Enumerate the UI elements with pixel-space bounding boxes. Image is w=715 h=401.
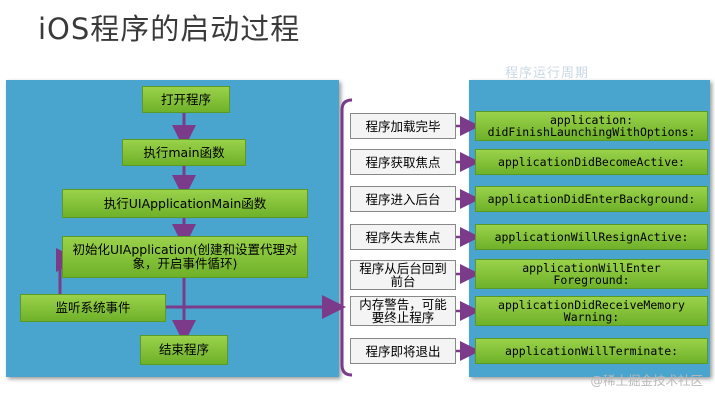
method-will-terminate: applicationWillTerminate:	[475, 338, 708, 364]
step-init-uiapplication: 初始化UIApplication(创建和设置代理对象，开启事件循环)	[62, 236, 308, 278]
method-did-enter-background: applicationDidEnterBackground:	[475, 186, 708, 212]
event-label-resign-active: 程序失去焦点	[350, 224, 456, 250]
method-did-receive-memory-warning: applicationDidReceiveMemory Warning:	[475, 296, 708, 326]
event-label-become-active: 程序获取焦点	[350, 149, 456, 175]
method-did-finish-launching: application: didFinishLaunchingWithOptio…	[475, 111, 708, 141]
method-will-enter-foreground: applicationWillEnter Foreground:	[475, 259, 708, 289]
step-listen-events: 监听系统事件	[20, 294, 166, 322]
event-label-will-terminate: 程序即将退出	[350, 338, 456, 364]
step-uiapplicationmain: 执行UIApplicationMain函数	[62, 189, 308, 218]
right-panel-header: 程序运行周期	[505, 66, 590, 81]
step-open-app: 打开程序	[142, 86, 230, 113]
event-arrows	[456, 116, 480, 361]
step-main-function: 执行main函数	[122, 139, 246, 166]
step-end-app: 结束程序	[140, 335, 228, 365]
watermark: @稀土掘金技术社区	[590, 373, 703, 388]
event-bracket	[340, 98, 353, 377]
event-label-finish-launching: 程序加载完毕	[350, 113, 456, 139]
event-label-enter-background: 程序进入后台	[350, 186, 456, 212]
event-label-enter-foreground: 程序从后台回到前台	[350, 260, 456, 290]
event-label-memory-warning: 内存警告，可能要终止程序	[350, 296, 456, 326]
method-did-become-active: applicationDidBecomeActive:	[475, 149, 708, 175]
page-title: iOS程序的启动过程	[38, 12, 301, 46]
method-will-resign-active: applicationWillResignActive:	[475, 224, 708, 250]
